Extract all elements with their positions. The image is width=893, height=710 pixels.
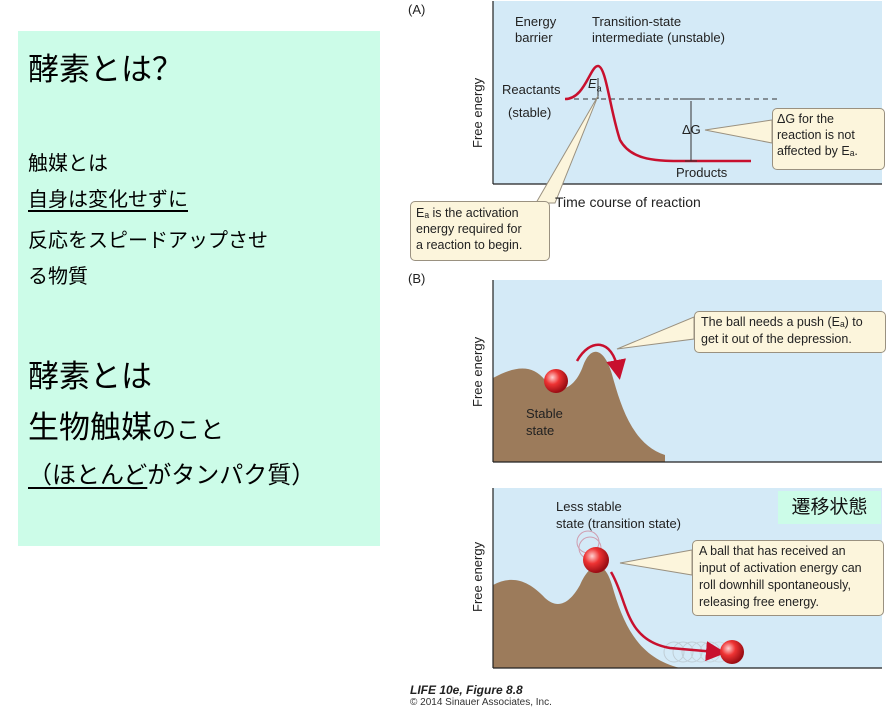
push-callout: The ball needs a push (Eₐ) to get it out… (694, 311, 886, 353)
dg-callout: ΔG for the reaction is not affected by E… (772, 108, 885, 170)
transition-hill (493, 566, 680, 668)
products-label: Products (676, 165, 728, 180)
energy-barrier-label: Energy barrier (515, 14, 557, 45)
transition-state-label: Transition-state intermediate (unstable) (592, 14, 725, 45)
reactants-label: Reactants (502, 82, 561, 97)
panel-a-y-label: Free energy (470, 77, 485, 148)
ea-callout: Eₐ is the activation energy required for… (410, 201, 550, 261)
less-stable-label: Less stable state (transition state) (556, 499, 681, 531)
catalyst-line-1: 触媒とは (28, 151, 108, 175)
copyright-text: © 2014 Sinauer Associates, Inc. (410, 697, 552, 708)
bio-catalyst-text: 生物触媒 (28, 410, 152, 446)
panel-a-tag: (A) (408, 2, 426, 17)
protein-text: がタンパク質） (147, 461, 316, 489)
stable-hill (493, 351, 665, 462)
enzyme-line-1: 酵素とは (28, 359, 152, 395)
enzyme-line-2: 生物触媒のこと (28, 402, 224, 447)
panel-b-tag: (B) (408, 271, 426, 286)
ea-label: Ea (588, 76, 602, 94)
ball-products (720, 640, 744, 664)
catalyst-line-3: 反応をスピードアップさせ (28, 228, 268, 252)
panel-a-x-label: Time course of reaction (555, 194, 701, 210)
roll-arrow (609, 571, 726, 662)
ball-transition (583, 547, 609, 573)
panel-heading: 酵素とは？ (28, 52, 183, 88)
definition-panel (18, 31, 380, 546)
koto-text: のこと (152, 416, 224, 444)
panel-b-bottom-y-label: Free energy (470, 541, 485, 612)
energy-curve (564, 64, 751, 163)
figure-credit: LIFE 10e, Figure 8.8 (410, 683, 523, 697)
transition-state-badge: 遷移状態 (778, 491, 881, 524)
catalyst-line-4: る物質 (28, 264, 88, 288)
stable-label: (stable) (508, 105, 552, 120)
enzyme-line-3: （ほとんどがタンパク質） (28, 455, 315, 490)
mostly-text: （ほとんど (28, 461, 148, 489)
panel-b-top-y-label: Free energy (470, 336, 485, 407)
push-arrow (575, 343, 626, 380)
roll-callout: A ball that has received an input of act… (692, 540, 884, 616)
delta-g-label: ΔG (682, 122, 701, 137)
stable-state-label: Stable state (526, 406, 563, 438)
catalyst-line-2: 自身は変化せずに (28, 187, 188, 211)
ball-stable (544, 369, 568, 393)
